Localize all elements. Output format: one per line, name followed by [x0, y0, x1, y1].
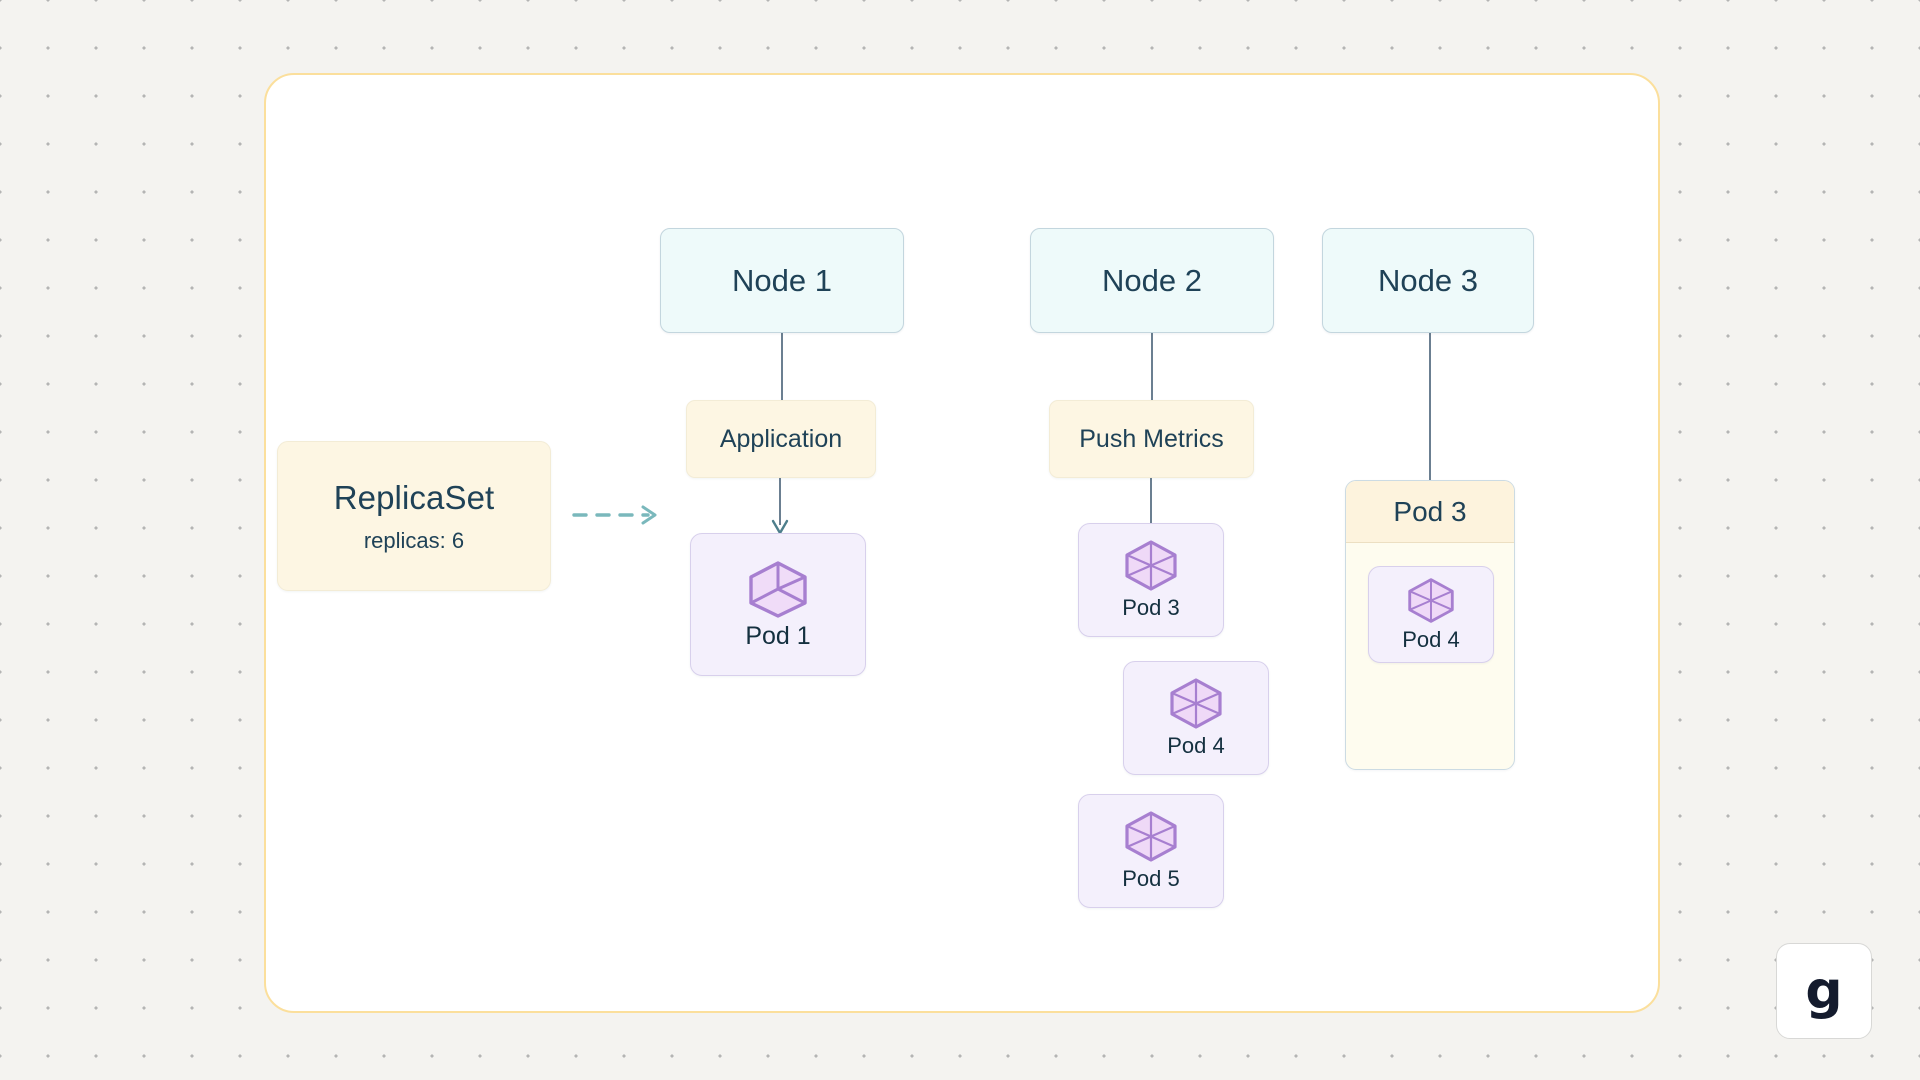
hexagon-segments-icon [1125, 811, 1177, 862]
hexagon-segments-icon [1408, 578, 1454, 623]
pod-label: Pod 1 [745, 621, 811, 650]
node-label: Node 3 [1378, 262, 1478, 298]
pod-box-node2-pod-4[interactable]: Pod 4 [1123, 661, 1269, 775]
node-box-node-2[interactable]: Node 2 [1030, 228, 1274, 333]
service-box-application[interactable]: Application [686, 400, 876, 478]
node-label: Node 2 [1102, 262, 1202, 298]
brand-badge[interactable]: g [1776, 943, 1872, 1039]
service-label: Push Metrics [1079, 424, 1224, 453]
service-label: Application [719, 424, 843, 453]
service-box-push-metrics[interactable]: Push Metrics [1049, 400, 1254, 478]
hexagon-segments-icon [1125, 540, 1177, 591]
pod-label: Pod 5 [1122, 866, 1180, 892]
pod-box-node2-pod-3[interactable]: Pod 3 [1078, 523, 1224, 637]
pod-box-pod-1[interactable]: Pod 1 [690, 533, 866, 676]
brand-letter: g [1805, 961, 1843, 1021]
node-box-node-1[interactable]: Node 1 [660, 228, 904, 333]
hexagon-segments-icon [1170, 678, 1222, 729]
pod-box-node2-pod-5[interactable]: Pod 5 [1078, 794, 1224, 908]
replicaset-title: ReplicaSet [333, 478, 495, 516]
pod-label: Pod 4 [1167, 733, 1225, 759]
cube-icon [749, 560, 807, 618]
node-label: Node 1 [732, 262, 832, 298]
replicaset-node[interactable]: ReplicaSet replicas: 6 [277, 441, 551, 591]
group-container-pod-3[interactable]: Pod 3 Pod 4 [1345, 480, 1515, 770]
pod-label: Pod 3 [1122, 595, 1180, 621]
node-box-node-3[interactable]: Node 3 [1322, 228, 1534, 333]
pod-label: Pod 4 [1402, 626, 1460, 652]
replicaset-replicas: replicas: 6 [363, 527, 465, 553]
group-title: Pod 3 [1346, 481, 1514, 543]
pod-box-node3-pod-4[interactable]: Pod 4 [1368, 566, 1494, 663]
group-body: Pod 4 [1346, 543, 1514, 769]
